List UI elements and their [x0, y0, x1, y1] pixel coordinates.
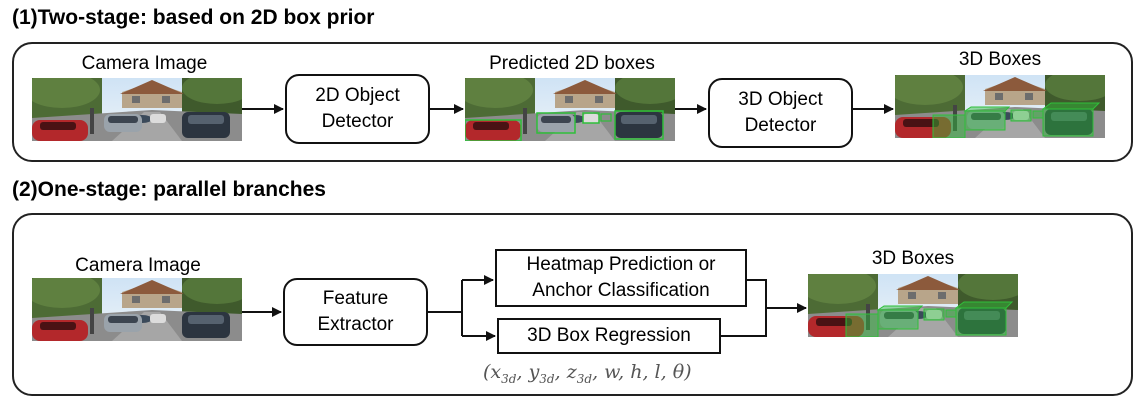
3d-boxes-image-2 [808, 274, 1018, 337]
feature-extractor-block: Feature Extractor [283, 278, 428, 346]
one-stage-panel [12, 213, 1133, 396]
3d-boxes-label-1: 3D Boxes [958, 49, 1042, 70]
camera-image-1 [32, 78, 242, 141]
two-stage-panel [12, 42, 1133, 162]
camera-image-label-2: Camera Image [75, 255, 201, 276]
camera-image-2 [32, 278, 242, 341]
branch-merge-connector [721, 279, 780, 337]
predicted-2d-boxes-image [465, 78, 675, 141]
camera-image-label-1: Camera Image [81, 53, 208, 74]
2d-object-detector-block: 2D Object Detector [285, 74, 430, 144]
predicted-2d-boxes-label: Predicted 2D boxes [489, 53, 655, 74]
branch-split-connector [428, 280, 463, 336]
section-title-one-stage: (2)One-stage: parallel branches [12, 178, 326, 201]
3d-box-regression-block: 3D Box Regression [497, 318, 721, 354]
heatmap-prediction-block: Heatmap Prediction or Anchor Classificat… [495, 249, 747, 307]
3d-boxes-image-1 [895, 75, 1105, 138]
section-title-two-stage: (1)Two-stage: based on 2D box prior [12, 6, 375, 29]
3d-boxes-label-2: 3D Boxes [871, 248, 955, 269]
regression-target-formula: (x3d, y3d, z3d, w, h, l, θ) [483, 361, 692, 386]
3d-object-detector-block: 3D Object Detector [708, 78, 853, 148]
